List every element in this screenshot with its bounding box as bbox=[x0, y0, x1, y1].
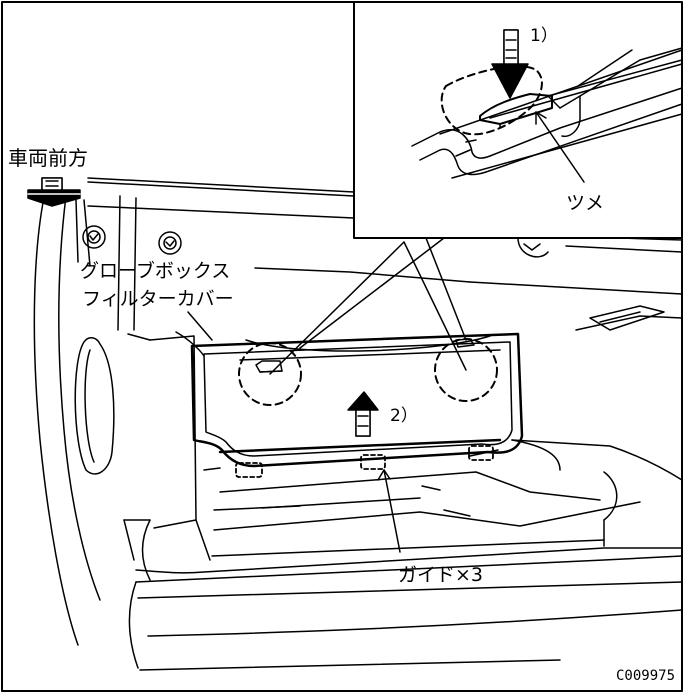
step2-label: 2） bbox=[390, 406, 418, 426]
cover-label-leader bbox=[187, 311, 213, 341]
guide-marker-right bbox=[468, 445, 494, 461]
tab-highlight-circles bbox=[238, 338, 498, 406]
inset-leader-lines bbox=[269, 237, 467, 375]
tab-label-leader bbox=[535, 111, 585, 183]
glovebox-label-line2: フィルターカバー bbox=[82, 288, 234, 310]
front-direction-arrow bbox=[27, 177, 81, 207]
figure-code: C009975 bbox=[616, 668, 676, 684]
filter-cover-inner bbox=[203, 341, 513, 457]
tab-left bbox=[255, 360, 283, 373]
front-direction-label: 車両前方 bbox=[8, 146, 88, 170]
label-leader-lines bbox=[187, 311, 401, 553]
inset-frame bbox=[353, 1, 683, 239]
guide-markers bbox=[235, 445, 494, 478]
detail-inset bbox=[353, 1, 683, 239]
step1-label: 1） bbox=[530, 26, 558, 46]
guide-marker-center bbox=[360, 454, 386, 470]
guide-label-leader bbox=[383, 469, 401, 553]
tab-circle-left bbox=[238, 342, 302, 406]
arrow-down-icon bbox=[491, 29, 529, 99]
filter-cover bbox=[190, 332, 524, 468]
tab-label: ツメ bbox=[566, 192, 605, 214]
glovebox-label-line1: グローブボックス bbox=[80, 260, 231, 282]
guide-marker-left bbox=[235, 462, 263, 478]
arrow-up-icon bbox=[347, 391, 379, 437]
guides-label: ガイド×3 bbox=[398, 564, 484, 586]
